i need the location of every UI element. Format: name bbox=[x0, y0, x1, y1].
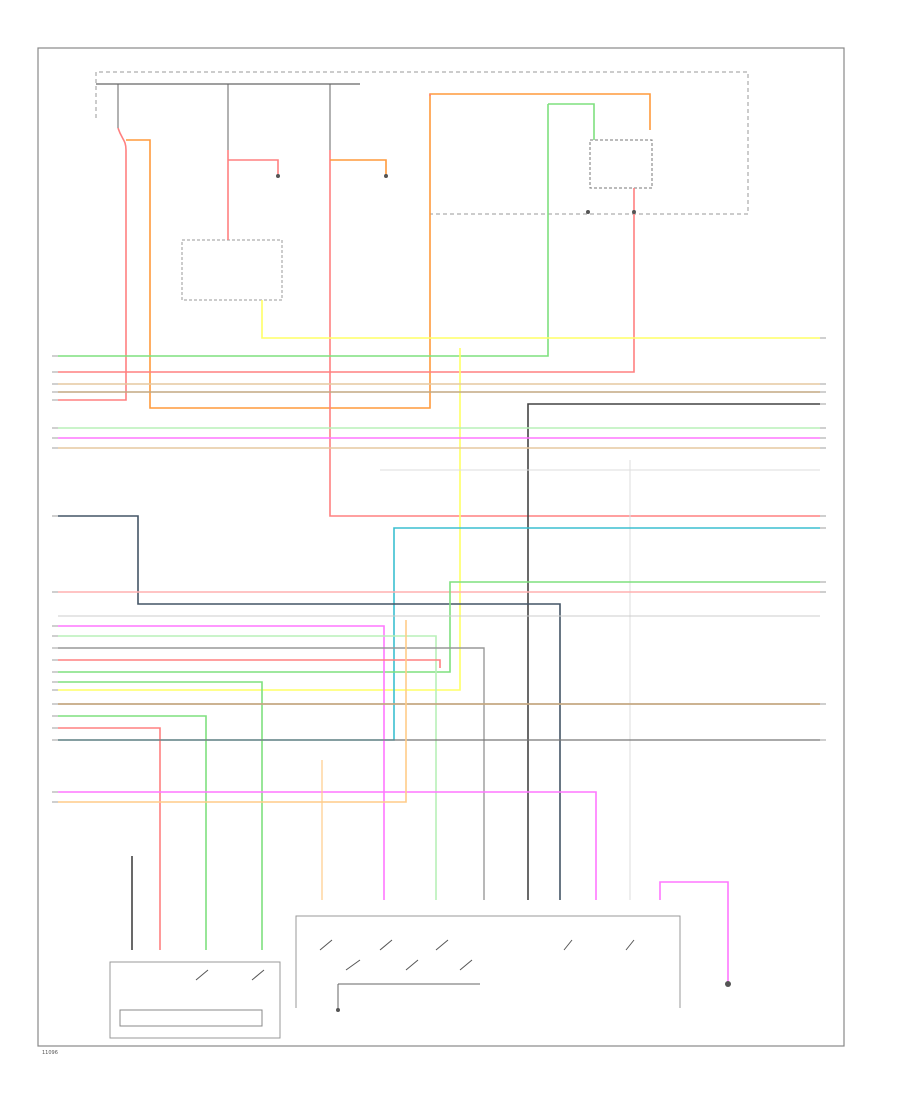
wire-red-8 bbox=[58, 727, 161, 950]
wire-red-relay bbox=[228, 159, 279, 176]
wire-lgreen-2 bbox=[58, 635, 437, 900]
wire-green-top bbox=[548, 103, 595, 140]
wire-green-5 bbox=[58, 681, 263, 950]
wire-blue-left bbox=[58, 515, 561, 900]
transmission-relay bbox=[589, 139, 653, 189]
wire-yellow-neutral bbox=[261, 300, 820, 339]
power-distribution-box bbox=[95, 71, 749, 215]
switch-contacts bbox=[319, 939, 635, 971]
wire-pink-bottom-right bbox=[659, 881, 729, 982]
wire-pink-10 bbox=[58, 791, 597, 900]
wire-yellow-drop bbox=[58, 348, 461, 691]
wire-red-relay-out bbox=[58, 188, 635, 373]
left-connector-ticks bbox=[52, 355, 58, 803]
wire-green-right bbox=[58, 581, 820, 673]
wire-orange-left bbox=[126, 93, 651, 409]
wire-pink-1 bbox=[58, 625, 385, 900]
right-connector-ticks bbox=[820, 337, 826, 741]
wire-orange-11 bbox=[58, 620, 407, 803]
component-contacts bbox=[195, 969, 265, 981]
trans-range-switch-box bbox=[295, 915, 681, 1008]
wire-black-3 bbox=[58, 647, 485, 900]
wire-red-left bbox=[58, 127, 127, 401]
wire-red-fuse3 bbox=[329, 150, 820, 517]
wire-red-4 bbox=[58, 659, 441, 668]
wire-lgreen-7 bbox=[58, 715, 207, 950]
diagram-code: 11096 bbox=[42, 1050, 58, 1056]
terminal-dots bbox=[276, 174, 731, 1012]
wire-green-relay bbox=[58, 104, 549, 357]
diagram-frame bbox=[37, 47, 845, 1047]
wire-black-main bbox=[527, 403, 820, 900]
wire-cyan bbox=[58, 527, 820, 741]
neutral-switch-box bbox=[181, 239, 283, 301]
component-inner bbox=[119, 1009, 263, 1027]
auto-trans-component bbox=[109, 961, 281, 1039]
wire-orange-fuse3 bbox=[330, 159, 387, 176]
